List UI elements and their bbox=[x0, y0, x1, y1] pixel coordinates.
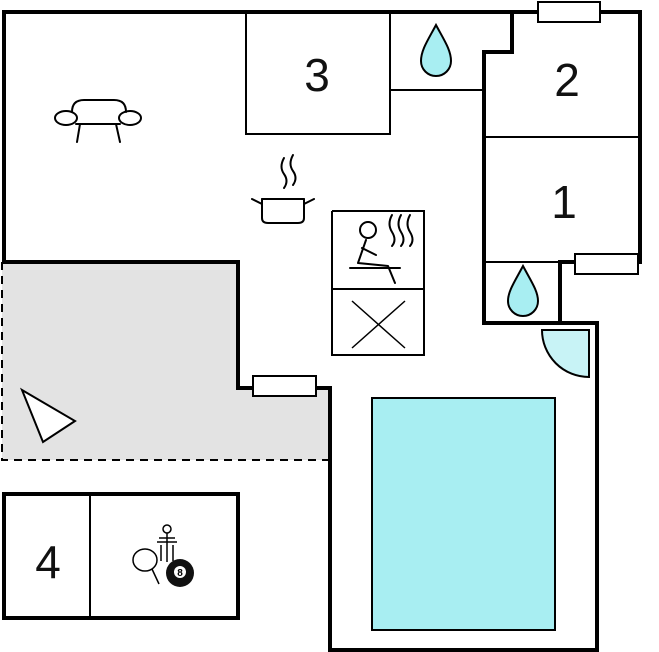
room-number-3: 3 bbox=[304, 49, 330, 101]
sofa-icon bbox=[54, 99, 142, 143]
window-top bbox=[537, 1, 601, 23]
sauna-icon bbox=[349, 214, 414, 284]
door-swing bbox=[540, 329, 590, 379]
cooking-pot-icon bbox=[251, 154, 315, 224]
annex-building bbox=[2, 492, 240, 620]
water-drop-icon bbox=[419, 22, 453, 77]
cross-icon bbox=[351, 300, 406, 349]
room-number-2: 2 bbox=[554, 54, 580, 106]
table-tennis-billiards-icon: 8 bbox=[132, 524, 194, 587]
terrace bbox=[1, 262, 330, 461]
pool bbox=[371, 397, 556, 631]
interior-walls bbox=[245, 12, 640, 356]
water-drop-icon bbox=[506, 263, 540, 317]
billiard-ball-number: 8 bbox=[177, 568, 183, 579]
room-number-4: 4 bbox=[35, 536, 61, 588]
window-right bbox=[574, 253, 639, 275]
house-outline bbox=[2, 10, 642, 652]
room-number-1: 1 bbox=[551, 176, 577, 228]
window-middle bbox=[252, 375, 317, 397]
sun-direction-icon bbox=[19, 387, 77, 444]
